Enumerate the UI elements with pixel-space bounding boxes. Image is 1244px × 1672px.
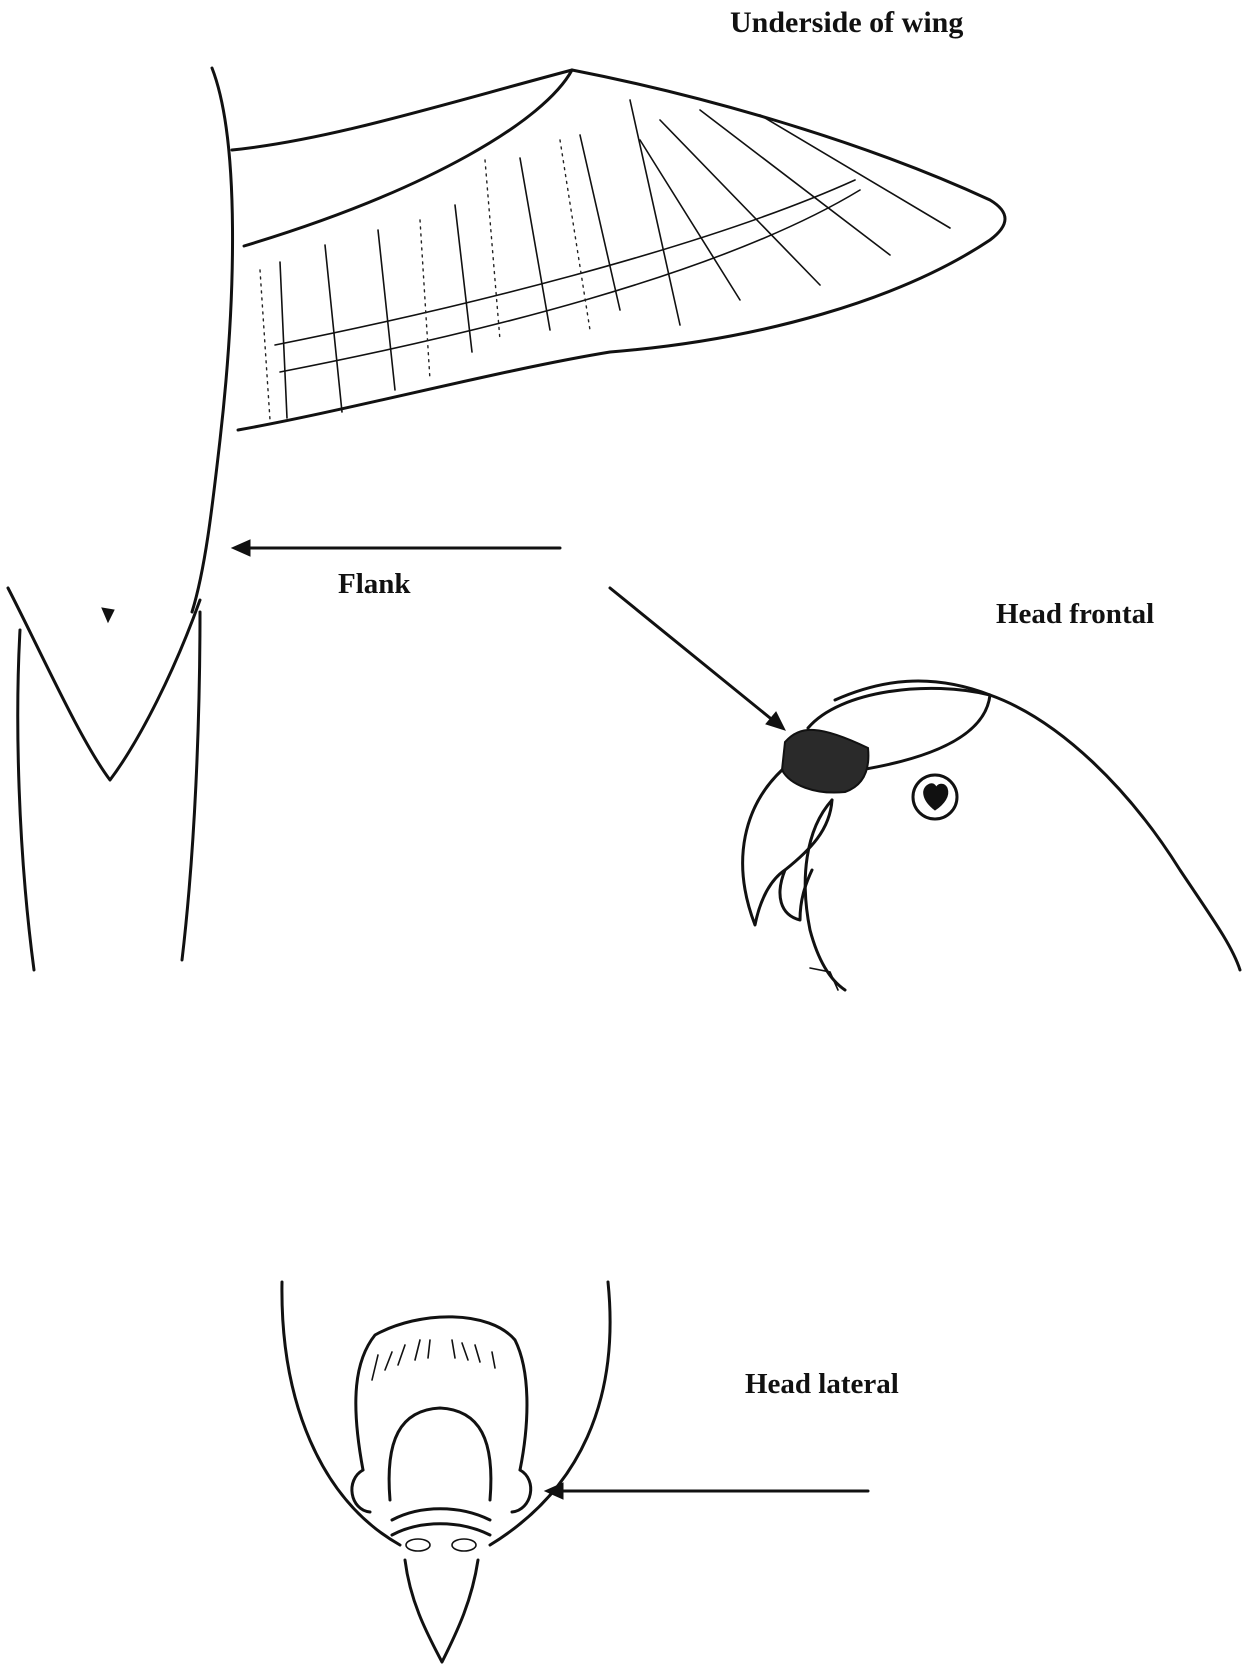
crown-top-outline (356, 1317, 527, 1470)
tail-v-illustration (8, 588, 200, 970)
head-lateral-right-outline (490, 1282, 610, 1545)
beak-lateral (405, 1560, 478, 1662)
wing-underside-illustration (192, 68, 1005, 612)
head-lateral-left-outline (282, 1282, 400, 1545)
side-patch-left (352, 1470, 370, 1512)
wing-outline (232, 70, 1005, 430)
wing-band-lower (280, 190, 860, 372)
throat-mark (810, 968, 838, 990)
eye-pupil (924, 784, 948, 810)
head-frontal-arrow (610, 588, 785, 730)
eye-right (452, 1539, 476, 1551)
leg-right (182, 612, 200, 960)
eye-band-top (392, 1509, 490, 1520)
eye-band-bottom (392, 1524, 490, 1535)
wing-feather-lines (260, 100, 950, 420)
crest-tufts (372, 1340, 495, 1380)
beak-upper (743, 770, 832, 925)
eye-left (406, 1539, 430, 1551)
label-underside-of-wing: Underside of wing (730, 6, 963, 40)
head-back-outline (835, 681, 1240, 970)
label-flank: Flank (338, 568, 411, 601)
forehead-outline (389, 1408, 491, 1500)
wing-covert-edge (244, 70, 572, 246)
body-outline (192, 68, 233, 612)
leg-left (18, 630, 34, 970)
tail-v-outline (8, 588, 200, 780)
label-head-lateral: Head lateral (745, 1368, 899, 1401)
parrot-head-illustration (743, 681, 1240, 990)
flank-arrow (232, 540, 560, 556)
label-head-frontal: Head frontal (996, 598, 1154, 631)
small-mark (102, 608, 114, 622)
head-lateral-arrow (545, 1483, 868, 1499)
forehead-band (782, 730, 868, 793)
side-patch-right (512, 1470, 531, 1512)
head-lateral-illustration (282, 1282, 610, 1662)
